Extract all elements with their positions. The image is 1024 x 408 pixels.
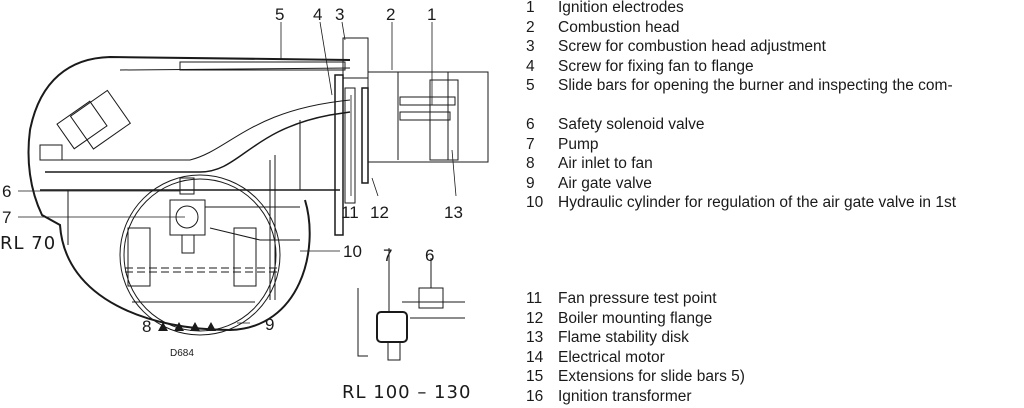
legend-text: Ignition electrodes	[558, 0, 684, 16]
legend-number: 2	[526, 18, 535, 36]
legend-item: 3 Screw for combustion head adjustment	[526, 37, 953, 57]
legend-number: 10	[526, 194, 544, 211]
burner-housing	[27, 55, 351, 332]
legend-group-3: 11 Fan pressure test point 12 Boiler mount…	[526, 289, 745, 406]
legend-item: 10 Hydraulic cylinder for regulation of t…	[526, 193, 956, 213]
legend-text: Hydraulic cylinder for regulation of the…	[558, 194, 957, 211]
legend-text: Screw for fixing fan to flange	[558, 57, 754, 75]
burner-diagram: 5 4 3 2 1 6 7 11 12 13 10 8 9 7 6 RL 70 …	[0, 5, 489, 403]
legend-item: 16 Ignition transformer	[526, 387, 745, 407]
callout-12: 12	[370, 203, 389, 222]
callout-1: 1	[427, 5, 436, 24]
callout-5: 5	[275, 5, 284, 24]
callout-13: 13	[444, 203, 463, 222]
air-inlet-arrows	[158, 322, 216, 331]
legend-group-2: 6 Safety solenoid valve 7 Pump 8 Air inlet …	[526, 115, 956, 213]
model-label-rl100-130: RL 100 – 130	[342, 382, 471, 403]
legend-number: 1	[526, 0, 535, 16]
legend-number: 15	[526, 368, 544, 385]
legend-number: 14	[526, 348, 544, 366]
legend-item: 1 Ignition electrodes	[526, 0, 953, 18]
legend-text: Extensions for slide bars 5)	[558, 368, 745, 385]
drawing-code: D684	[170, 348, 194, 359]
callout-3: 3	[335, 5, 344, 24]
legend-item: 14 Electrical motor	[526, 348, 745, 368]
legend-text: Pump	[558, 135, 599, 153]
legend-number: 13	[526, 329, 544, 346]
legend-number: 6	[526, 116, 535, 133]
legend-text: Screw for combustion head adjustment	[558, 38, 826, 55]
legend-number: 9	[526, 174, 535, 192]
legend-text: Ignition transformer	[558, 387, 692, 405]
callout-6: 6	[2, 182, 11, 201]
legend-text: Combustion head	[558, 18, 680, 36]
legend-item: 13 Flame stability disk	[526, 328, 745, 348]
legend-item: 15 Extensions for slide bars 5)	[526, 367, 745, 387]
legend-text: Fan pressure test point	[558, 290, 717, 307]
legend-item: 11 Fan pressure test point	[526, 289, 745, 309]
legend-text: Flame stability disk	[558, 329, 689, 346]
inset-callout-6: 6	[425, 246, 434, 265]
legend-item: 5 Slide bars for opening the burner and i…	[526, 76, 953, 96]
callout-7: 7	[2, 208, 11, 227]
legend-number: 7	[526, 135, 535, 153]
legend-number: 12	[526, 309, 544, 327]
legend-text: Slide bars for opening the burner and in…	[558, 77, 953, 94]
legend-item: 2 Combustion head	[526, 18, 953, 38]
callout-11: 11	[341, 203, 359, 222]
callout-8: 8	[142, 317, 151, 336]
legend-number: 5	[526, 77, 535, 94]
callout-2: 2	[386, 5, 395, 24]
legend-number: 4	[526, 57, 535, 75]
legend-text: Air inlet to fan	[558, 155, 653, 172]
callout-9: 9	[265, 315, 274, 334]
legend-number: 11	[526, 290, 543, 307]
legend-item: 7 Pump	[526, 135, 956, 155]
legend-item: 6 Safety solenoid valve	[526, 115, 956, 135]
legend-item: 12 Boiler mounting flange	[526, 309, 745, 329]
fan-wheel	[119, 174, 281, 336]
inset-pump	[357, 248, 465, 361]
legend-number: 3	[526, 38, 535, 55]
legend-text: Electrical motor	[558, 348, 665, 366]
legend-number: 16	[526, 387, 544, 405]
legend-item: 9 Air gate valve	[526, 174, 956, 194]
legend-text: Boiler mounting flange	[558, 309, 713, 327]
callout-4: 4	[313, 5, 322, 24]
legend-text: Safety solenoid valve	[558, 116, 705, 133]
model-label-rl70: RL 70	[0, 233, 56, 254]
legend-item: 4 Screw for fixing fan to flange	[526, 57, 953, 77]
callout-10: 10	[343, 242, 362, 261]
legend-item: 8 Air inlet to fan	[526, 154, 956, 174]
legend-text: Air gate valve	[558, 174, 652, 192]
inset-callout-7: 7	[383, 246, 392, 265]
legend-number: 8	[526, 155, 535, 172]
